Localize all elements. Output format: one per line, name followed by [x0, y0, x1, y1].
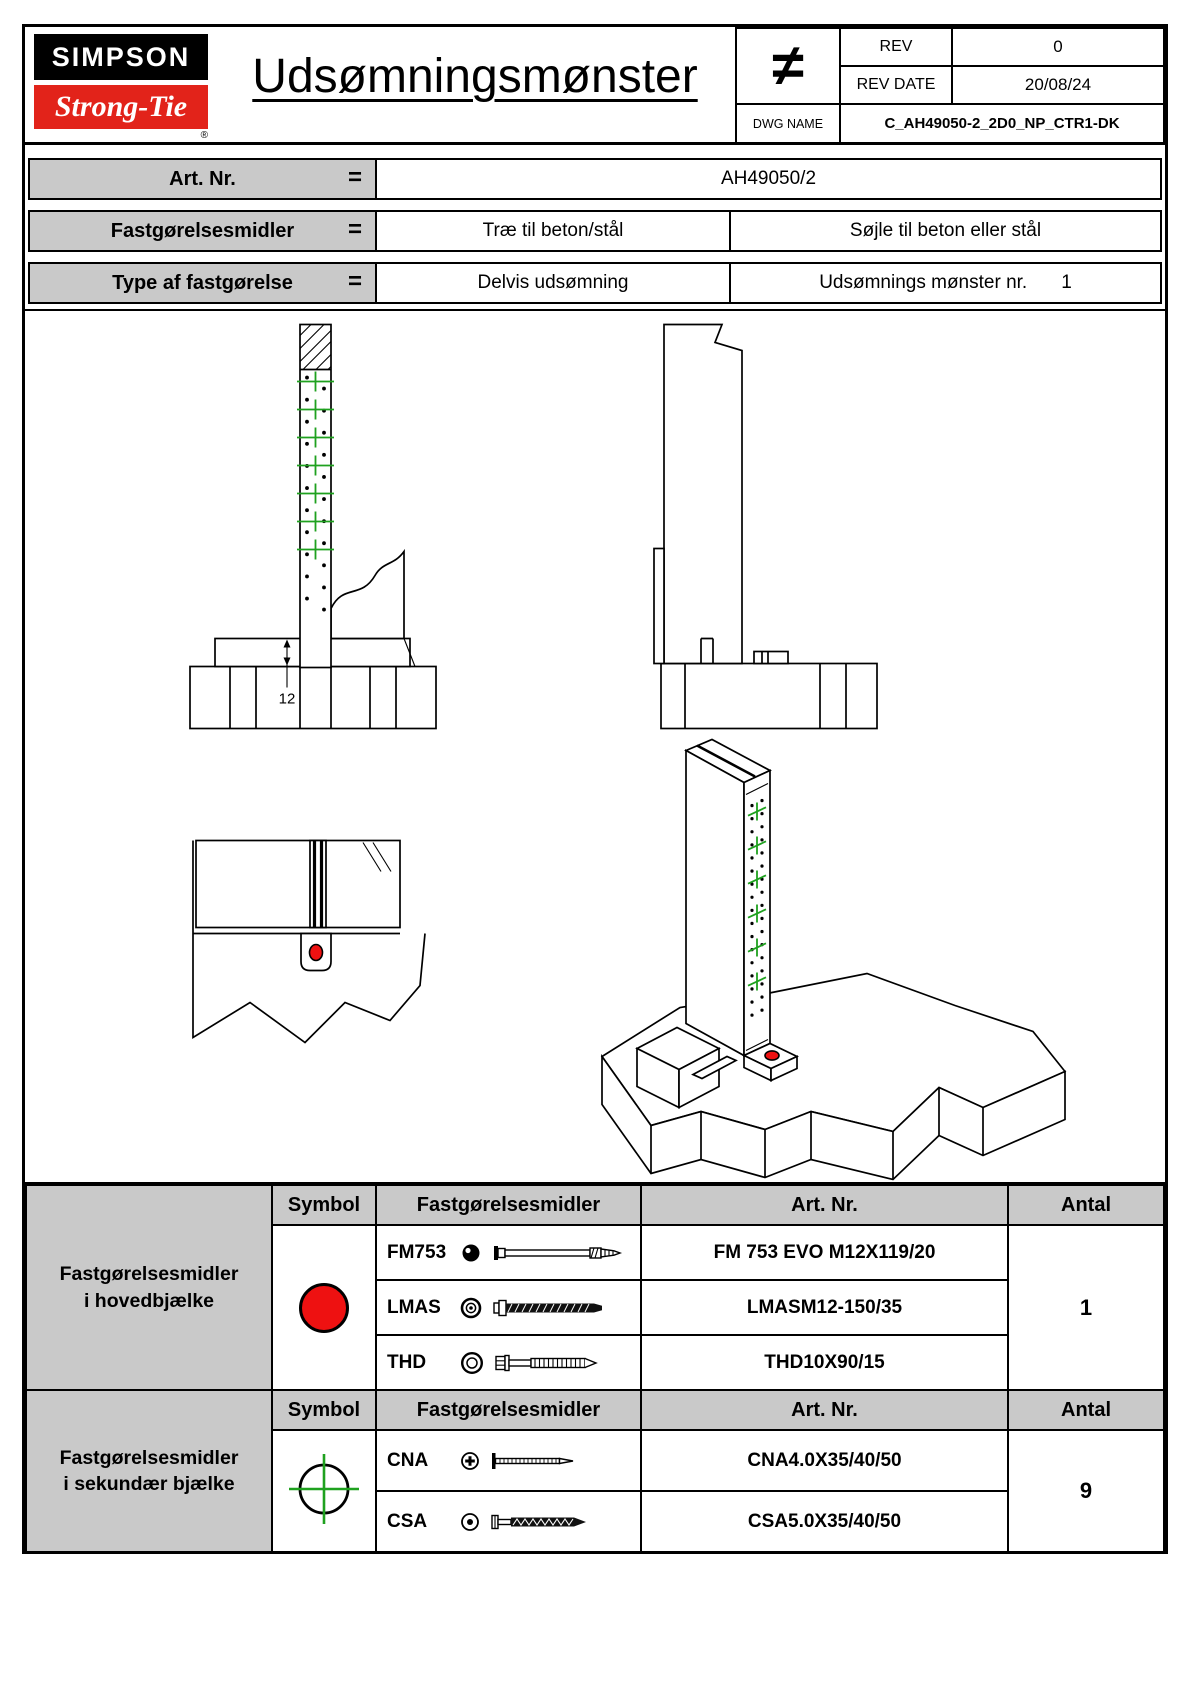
table-label-line2: i sekundær bjælke: [63, 1473, 235, 1495]
info-label-fasteners: Fastgørelsesmidler =: [28, 210, 377, 252]
header-artnr: Art. Nr.: [640, 1184, 1009, 1226]
revision-table: ≠ REV 0 REV DATE 20/08/24 DWG NAME C_AH4…: [735, 27, 1165, 144]
fastener-code-cna: CNA: [387, 1449, 429, 1471]
secondary-beam-fastener-table: Fastgørelsesmidler i sekundær bjælke Sym…: [25, 1389, 1165, 1553]
fastening-type-label: Type af fastgørelse: [112, 271, 293, 294]
fastening-type-value: Delvis udsømning: [377, 262, 731, 304]
fasteners-label: Fastgørelsesmidler: [110, 219, 295, 242]
drawing-area: 12: [25, 309, 1165, 1184]
title-block-header: SIMPSON Strong-Tie ® Udsømningsmønster ≠…: [25, 27, 1165, 145]
fastener-row-fm753: FM753: [375, 1224, 642, 1281]
fastener-row-csa: CSA: [375, 1490, 642, 1553]
header-symbol: Symbol: [271, 1389, 377, 1431]
header-fastener: Fastgørelsesmidler: [375, 1389, 642, 1431]
main-beam-fastener-table: Fastgørelsesmidler i hovedbjælke Symbol …: [25, 1184, 1165, 1391]
green-crosshair-circle-icon: [289, 1453, 359, 1524]
artnr-csa: CSA5.0X35/40/50: [640, 1490, 1009, 1553]
red-anchor-dot: [308, 943, 324, 962]
artnr-thd: THD10X90/15: [640, 1334, 1009, 1391]
pattern-number-label: Udsømnings mønster nr.: [819, 272, 1028, 293]
pattern-number-cell: Udsømnings mønster nr. 1: [731, 262, 1162, 304]
red-filled-circle-icon: [299, 1282, 349, 1333]
table-label-line1: Fastgørelsesmidler: [59, 1446, 239, 1469]
header-qty: Antal: [1007, 1184, 1165, 1226]
secondary-fastener-symbol-cell: [271, 1429, 377, 1553]
fm753-head-icon: [462, 1244, 480, 1261]
art-nr-label: Art. Nr.: [169, 167, 236, 190]
not-equal-symbol: ≠: [735, 27, 841, 105]
iso-nail-dots: [750, 798, 764, 1029]
fastener-code-fm753: FM753: [387, 1241, 447, 1263]
equals-sign: =: [347, 267, 362, 295]
qty-main-beam: 1: [1007, 1224, 1165, 1391]
fastener-row-lmas: LMAS: [375, 1279, 642, 1336]
not-equal-glyph: ≠: [772, 33, 804, 98]
table-label-line1: Fastgørelsesmidler: [59, 1263, 239, 1286]
fastener-code-thd: THD: [387, 1351, 427, 1373]
artnr-lmas: LMASM12-150/35: [640, 1279, 1009, 1336]
page-title: Udsømningsmønster: [252, 50, 698, 103]
table-label-sekundaer: Fastgørelsesmidler i sekundær bjælke: [25, 1389, 273, 1553]
fastener-code-csa: CSA: [387, 1510, 428, 1532]
technical-drawing: 12: [189, 323, 1067, 1181]
info-row-art-nr: Art. Nr. = AH49050/2: [28, 158, 1162, 200]
front-green-nail-crosses: [297, 371, 334, 560]
info-row-fasteners: Fastgørelsesmidler = Træ til beton/stål …: [28, 210, 1162, 252]
logo-strongtie: Strong-Tie: [34, 85, 208, 129]
header-fastener: Fastgørelsesmidler: [375, 1184, 642, 1226]
table-label-line2: i hovedbjælke: [83, 1289, 215, 1312]
dimension-12: 12: [279, 639, 296, 708]
lmas-bolt-icon: [493, 1299, 602, 1316]
fasteners-value-1: Træ til beton/stål: [377, 210, 731, 252]
dwg-name-value: C_AH49050-2_2D0_NP_CTR1-DK: [839, 103, 1165, 144]
info-row-fastening-type: Type af fastgørelse = Delvis udsømning U…: [28, 262, 1162, 304]
thd-head-icon: [460, 1351, 484, 1374]
info-label-art-nr: Art. Nr. =: [28, 158, 377, 200]
header-artnr: Art. Nr.: [640, 1389, 1009, 1431]
equals-sign: =: [347, 163, 362, 191]
header-symbol: Symbol: [271, 1184, 377, 1226]
cna-head-icon: [461, 1451, 479, 1470]
fastener-code-lmas: LMAS: [387, 1296, 441, 1318]
fastener-row-thd: THD: [375, 1334, 642, 1391]
dwg-name-label: DWG NAME: [735, 103, 841, 144]
fm753-bolt-icon: [494, 1245, 623, 1260]
iso-view-drawing: [600, 738, 1067, 1181]
equals-sign: =: [347, 215, 362, 243]
dimension-12-label: 12: [279, 691, 296, 708]
fasteners-value-2: Søjle til beton eller stål: [731, 210, 1162, 252]
cna-nail-icon: [492, 1452, 574, 1469]
rev-date-value: 20/08/24: [951, 65, 1165, 105]
info-label-fastening-type: Type af fastgørelse =: [28, 262, 377, 304]
logo-simpson: SIMPSON: [34, 34, 208, 80]
artnr-fm753: FM 753 EVO M12X119/20: [640, 1224, 1009, 1281]
main-fastener-symbol-cell: [271, 1224, 377, 1391]
art-nr-value: AH49050/2: [377, 158, 1162, 200]
red-anchor-dot-iso: [764, 1050, 780, 1061]
fastener-row-cna: CNA: [375, 1429, 642, 1492]
iso-green-nail-crosses: [747, 802, 767, 991]
drawing-sheet: SIMPSON Strong-Tie ® Udsømningsmønster ≠…: [22, 24, 1168, 1554]
rev-value: 0: [951, 27, 1165, 67]
thd-bolt-icon: [495, 1354, 598, 1371]
pattern-number-value: 1: [1061, 272, 1072, 293]
plan-view-drawing: [192, 839, 426, 1044]
registered-trademark-mark: ®: [200, 130, 208, 141]
rev-date-label: REV DATE: [839, 65, 953, 105]
table-label-hovedbjaelke: Fastgørelsesmidler i hovedbjælke: [25, 1184, 273, 1391]
simpson-strongtie-logo: SIMPSON Strong-Tie ®: [34, 34, 208, 141]
csa-head-icon: [461, 1512, 479, 1531]
rev-label: REV: [839, 27, 953, 67]
csa-screw-icon: [491, 1514, 586, 1529]
qty-secondary-beam: 9: [1007, 1429, 1165, 1553]
lmas-head-icon: [460, 1297, 482, 1318]
artnr-cna: CNA4.0X35/40/50: [640, 1429, 1009, 1492]
front-view-drawing: 12: [189, 323, 437, 730]
side-view-drawing: [653, 323, 878, 730]
header-qty: Antal: [1007, 1389, 1165, 1431]
